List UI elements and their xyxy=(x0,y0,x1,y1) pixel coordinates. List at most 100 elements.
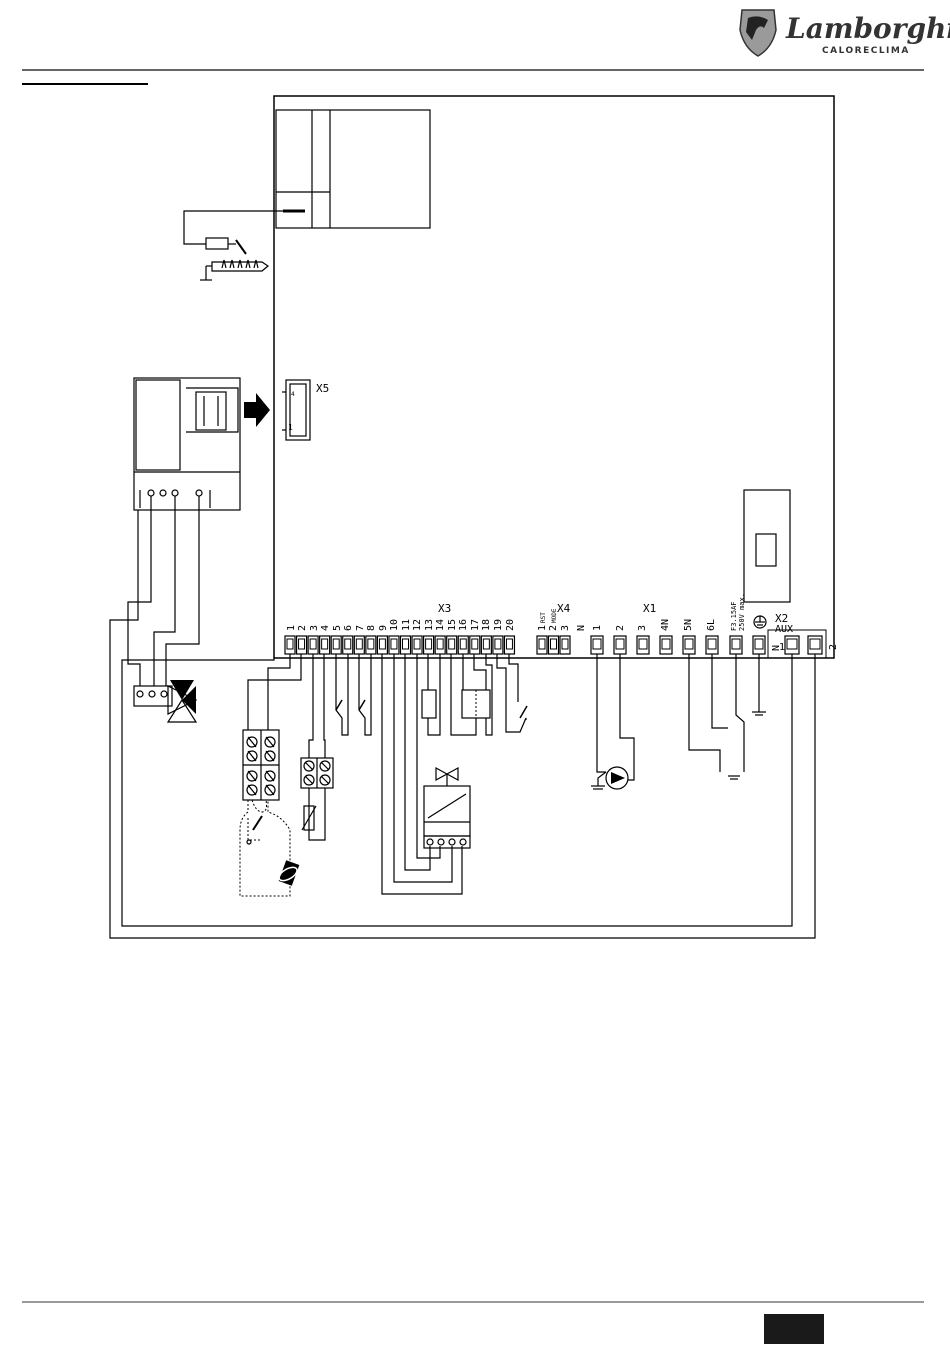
x3-pin-labels: 1 2 3 4 5 6 7 8 9 10 11 12 13 14 15 16 1… xyxy=(286,619,516,631)
header: Lamborghini CALORECLIMA xyxy=(22,10,950,84)
x3-pin-label: 17 xyxy=(470,619,481,631)
x3-terminal-slot xyxy=(472,639,478,649)
x3-pin-label: 18 xyxy=(481,619,492,631)
x3-pin-label: 8 xyxy=(366,625,377,631)
x3-pin-label: 13 xyxy=(424,619,435,631)
arrow-right-icon xyxy=(244,393,270,427)
x1-pin-label: 2 xyxy=(615,625,626,631)
x1-terminal-slot xyxy=(685,639,693,649)
x3-pin-label: 11 xyxy=(401,619,412,631)
x3-terminal-slot xyxy=(310,639,316,649)
x4-pin-label: 3 xyxy=(560,625,571,631)
x1-pin-label: 3 xyxy=(637,625,648,631)
brand-logo-text: Lamborghini xyxy=(785,12,950,45)
x3-pin-label: 5 xyxy=(332,625,343,631)
x1-terminal-slot xyxy=(616,639,624,649)
x3-pin-label: 16 xyxy=(458,619,469,631)
x1-fuse-note: 250V max. xyxy=(738,593,746,631)
x3-terminal-slot xyxy=(495,639,501,649)
x4-pin-label: 1 xyxy=(537,625,548,631)
x4-pin-label: 2 xyxy=(548,625,559,631)
x3-terminal-slot xyxy=(356,639,362,649)
x2-terminal-slot xyxy=(810,639,820,649)
earth-ground-icon xyxy=(754,616,766,628)
ignition-module xyxy=(276,110,430,228)
x2-pin-labels: N 1 2 xyxy=(771,642,839,653)
x1-terminal-slot xyxy=(639,639,647,649)
x2-terminal-slot xyxy=(787,639,797,649)
burner-electrode-icon xyxy=(200,260,268,280)
flow-switch-pair xyxy=(336,654,371,735)
safety-thermostat-group xyxy=(240,654,301,896)
x2-pin-label: 1 xyxy=(779,642,785,653)
x4-pin-note: RST xyxy=(540,612,547,623)
x1-terminal-slot xyxy=(662,639,670,649)
x3-terminal-slot xyxy=(391,639,397,649)
relay-module xyxy=(744,490,790,602)
x3-terminal-slot xyxy=(403,639,409,649)
relay-coil-group xyxy=(451,654,492,735)
x4-terminal-slot xyxy=(551,639,557,649)
x4-terminal-slot xyxy=(539,639,545,649)
x3-terminal-slot xyxy=(287,639,293,649)
x3-pin-label: 19 xyxy=(493,619,504,631)
external-switch xyxy=(497,654,527,732)
x1-pin-labels: N 1 2 3 4N 5N 6L F3.15AF 250V max. xyxy=(576,593,746,631)
x3-terminal-slot xyxy=(426,639,432,649)
external-module xyxy=(134,378,240,510)
lamborghini-shield-icon xyxy=(740,10,776,56)
x3-pin-label: 7 xyxy=(355,625,366,631)
x5-label: X5 xyxy=(316,382,329,395)
x3-terminal-slot xyxy=(414,639,420,649)
x3-terminal-slot xyxy=(437,639,443,649)
x3-terminal-slot xyxy=(483,639,489,649)
x3-pin-label: 3 xyxy=(309,625,320,631)
x5-pin-top: 4 xyxy=(291,391,295,398)
x3-pin-label: 6 xyxy=(343,625,354,631)
x4-terminal-slot xyxy=(562,639,568,649)
x3-terminal-slot xyxy=(379,639,385,649)
mains-supply xyxy=(689,654,744,779)
x1-terminal-slot xyxy=(755,639,763,649)
terminal-strip-x1 xyxy=(591,636,765,654)
x3-terminal-slot xyxy=(449,639,455,649)
x1-pin-label: 4N xyxy=(660,619,671,631)
x4-pin-note: MODE xyxy=(551,608,558,623)
terminal-strip-x3 xyxy=(285,636,514,654)
brand-subtitle: CALORECLIMA xyxy=(822,46,910,56)
x3-terminal-slot xyxy=(368,639,374,649)
x5-pin-bottom: 1 xyxy=(288,423,293,432)
x3-terminal-slot xyxy=(345,639,351,649)
x3-label: X3 xyxy=(438,602,451,615)
x3-terminal-slot xyxy=(460,639,466,649)
x3-terminal-slot xyxy=(299,639,305,649)
circulation-pump xyxy=(591,654,634,789)
x4-label: X4 xyxy=(557,602,571,615)
x3-pin-label: 10 xyxy=(389,619,400,631)
x1-pin-label: N xyxy=(576,625,587,631)
x3-pin-label: 1 xyxy=(286,625,297,631)
ignition-electrode xyxy=(184,211,283,280)
x1-pin-label: 6L xyxy=(706,619,717,631)
x3-pin-label: 14 xyxy=(435,619,446,631)
x3-pin-label: 20 xyxy=(505,619,516,631)
x2-pin-label: 2 xyxy=(828,644,839,650)
page-number-tab xyxy=(764,1314,824,1344)
x3-terminal-slot xyxy=(322,639,328,649)
x3-pin-label: 15 xyxy=(447,619,458,631)
x1-terminal-slot xyxy=(708,639,716,649)
valve-icon xyxy=(436,768,458,786)
terminal-strip-x4 xyxy=(537,636,570,654)
x3-terminal-slot xyxy=(333,639,339,649)
ntc-sensor-group xyxy=(301,654,333,840)
modulator-resistor xyxy=(422,654,440,735)
x3-pin-label: 12 xyxy=(412,619,423,631)
x1-label: X1 xyxy=(643,602,656,615)
x3-pin-label: 2 xyxy=(297,625,308,631)
x1-terminal-slot xyxy=(593,639,601,649)
x3-terminal-slot xyxy=(506,639,512,649)
x1-pin-label: 1 xyxy=(592,625,603,631)
x3-pin-label: 4 xyxy=(320,625,331,631)
x1-pin-label: 5N xyxy=(683,619,694,631)
